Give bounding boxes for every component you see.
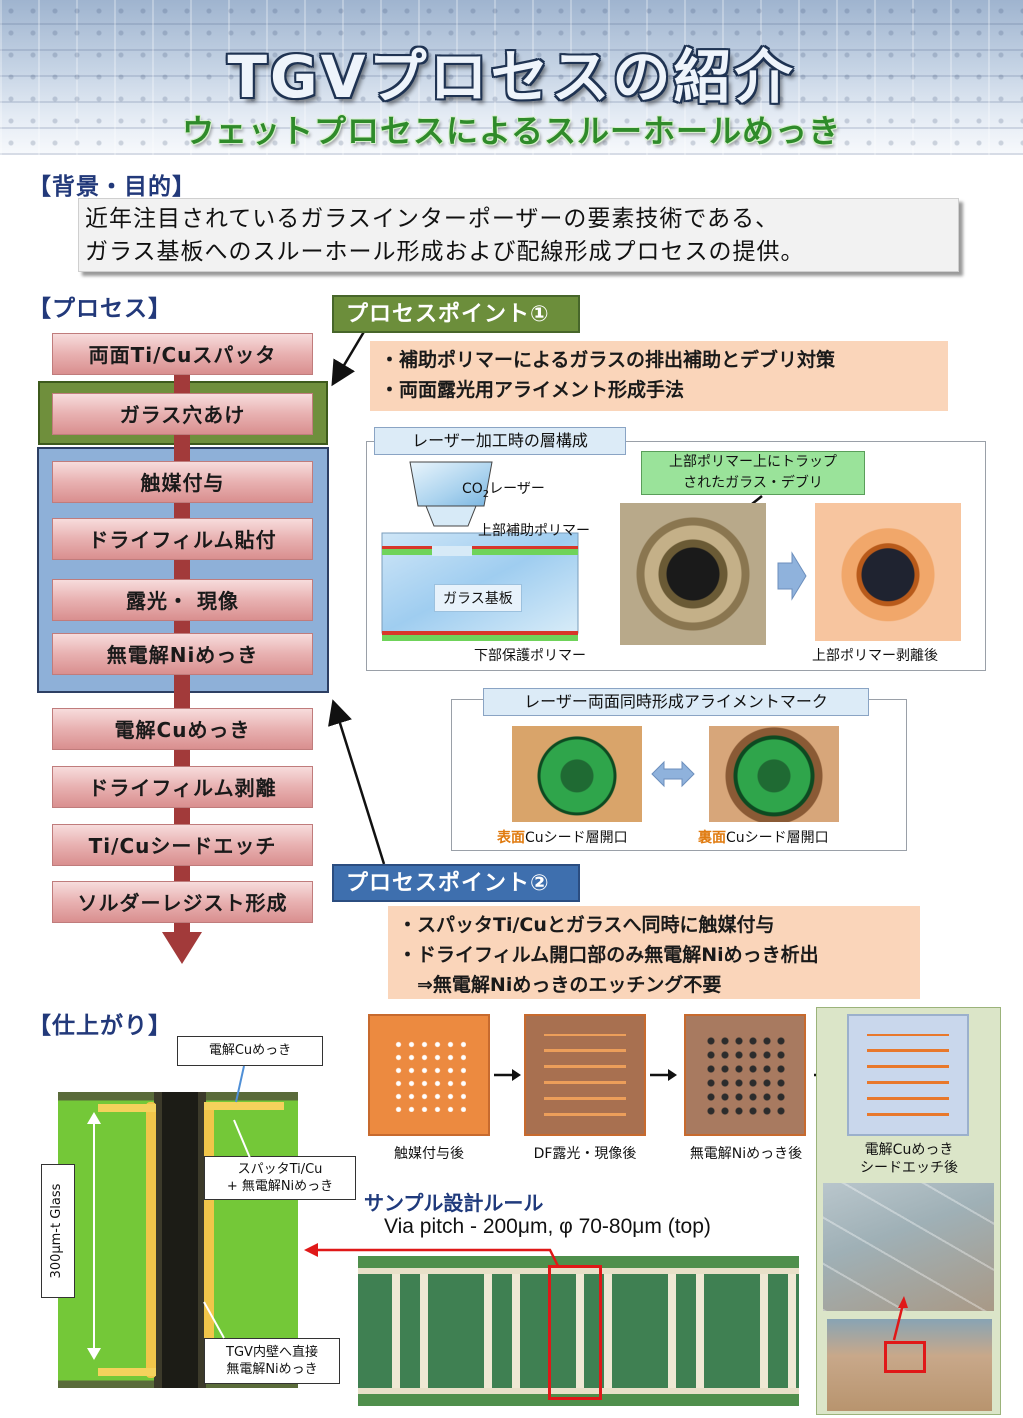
stage-df-image <box>524 1014 646 1136</box>
panel-photo <box>823 1183 994 1311</box>
callout-pointer-lines <box>203 1065 251 1339</box>
upper-polymer-label: 上部補助ポリマー <box>478 523 590 539</box>
front-alignment-photo <box>512 726 642 822</box>
design-rule-heading: サンプル設計ルール <box>364 1191 544 1215</box>
background-heading: 【背景・目的】 <box>28 174 196 200</box>
wafer-highlight-box <box>884 1341 926 1373</box>
sputter-callout: スパッタTi/Cu + 無電解Niめっき <box>204 1156 356 1200</box>
double-arrow-icon <box>651 760 695 788</box>
design-rule-text: Via pitch - 200μm, φ 70-80μm (top) <box>384 1215 711 1238</box>
wafer-photo <box>827 1319 992 1411</box>
process-step-seed-etch: Ti/Cuシードエッチ <box>52 824 313 866</box>
stage-caption-final: 電解Cuめっき シードエッチ後 <box>860 1142 958 1176</box>
connector-arrows <box>328 329 386 865</box>
process-step-cu-plating: 電解Cuめっき <box>52 708 313 750</box>
debris-photo <box>620 503 766 645</box>
sputter-callout-line-1: スパッタTi/Cu <box>237 1162 323 1177</box>
process-heading: 【プロセス】 <box>28 296 172 322</box>
glass-substrate-label: ガラス基板 <box>434 584 522 612</box>
stage-arrow-1 <box>494 1069 521 1081</box>
inner-wall-callout: TGV内壁へ直接 無電解Niめっき <box>204 1338 340 1384</box>
stage-ni-image <box>684 1014 806 1136</box>
process-step-glass-drill: ガラス穴あけ <box>52 393 313 435</box>
thickness-dimension-arrow <box>87 1112 101 1360</box>
debris-callout: 上部ポリマー上にトラップ されたガラス・デブリ <box>641 451 865 495</box>
process-step-solder-resist: ソルダーレジスト形成 <box>52 881 313 923</box>
via-array-photo <box>358 1256 799 1406</box>
wafer-highlight-arrow <box>892 1296 908 1341</box>
debris-callout-line-1: 上部ポリマー上にトラップ <box>669 454 837 470</box>
stage-arrow-2 <box>650 1069 677 1081</box>
laser-layer-diagram <box>381 461 579 641</box>
header-banner <box>0 0 1023 155</box>
back-opening-label: 裏面Cuシード層開口 <box>698 830 829 846</box>
inner-wall-callout-line-2: 無電解Niめっき <box>226 1362 318 1377</box>
inner-wall-callout-line-1: TGV内壁へ直接 <box>226 1345 318 1360</box>
point1-note-1: ・補助ポリマーによるガラスの排出補助とデブリ対策 <box>380 349 836 371</box>
cu-plating-callout: 電解Cuめっき <box>177 1036 323 1066</box>
point1-notes: ・補助ポリマーによるガラスの排出補助とデブリ対策 ・両面露光用アライメント形成手… <box>370 341 948 411</box>
process-step-catalyst: 触媒付与 <box>52 461 313 503</box>
lower-polymer-label: 下部保護ポリマー <box>474 648 586 664</box>
stage-caption-ni: 無電解Niめっき後 <box>689 1146 803 1162</box>
process-step-ni-plating: 無電解Niめっき <box>52 633 313 675</box>
point2-notes: ・スパッタTi/Cuとガラスへ同時に触媒付与 ・ドライフィルム開口部のみ無電解N… <box>388 906 920 999</box>
stage-final-image <box>847 1014 969 1136</box>
debris-callout-line-2: されたガラス・デブリ <box>683 475 823 491</box>
flow-arrow-head <box>162 932 202 964</box>
background-line-1: 近年注目されているガラスインターポーザーの要素技術である、 <box>85 206 780 232</box>
process-step-dry-film: ドライフィルム貼付 <box>52 518 313 560</box>
sputter-callout-line-2: + 無電解Niめっき <box>226 1179 334 1194</box>
front-opening-label: 表面Cuシード層開口 <box>497 830 628 846</box>
point2-note-3: ⇒無電解Niめっきのエッチング不要 <box>398 974 722 996</box>
process-point-1-label: プロセスポイント① <box>332 295 580 333</box>
stage-caption-df: DF露光・現像後 <box>533 1146 637 1162</box>
process-step-exposure: 露光・ 現像 <box>52 579 313 621</box>
after-peel-label: 上部ポリマー剥離後 <box>812 648 938 664</box>
thickness-label-box <box>41 1164 75 1298</box>
layer-structure-title: レーザー加工時の層構成 <box>374 427 626 455</box>
point2-note-1: ・スパッタTi/Cuとガラスへ同時に触媒付与 <box>398 914 775 936</box>
process-step-sputter: 両面Ti/Cuスパッタ <box>52 333 313 375</box>
laser-label: CO2レーザー <box>462 481 545 500</box>
via-highlight-arrow <box>304 1243 560 1267</box>
via-highlight-box <box>548 1265 602 1400</box>
process-step-film-strip: ドライフィルム剥離 <box>52 766 313 808</box>
finish-heading: 【仕上がり】 <box>28 1013 172 1039</box>
stage-caption-catalyst: 触媒付与後 <box>394 1146 464 1162</box>
point2-note-2: ・ドライフィルム開口部のみ無電解Niめっき析出 <box>398 944 819 966</box>
stage-catalyst-image <box>368 1014 490 1136</box>
background-line-2: ガラス基板へのスルーホール形成および配線形成プロセスの提供。 <box>85 239 805 265</box>
cross-section-photo <box>58 1092 298 1388</box>
alignment-mark-title: レーザー両面同時形成アライメントマーク <box>483 688 869 716</box>
page-subtitle: ウェットプロセスによるスルーホールめっき <box>181 112 842 150</box>
after-peel-photo <box>815 503 961 641</box>
background-text-box: 近年注目されているガラスインターポーザーの要素技術である、 ガラス基板へのスルー… <box>78 198 959 272</box>
point1-note-2: ・両面露光用アライメント形成手法 <box>380 379 685 401</box>
process-point-2-label: プロセスポイント② <box>332 864 580 902</box>
back-alignment-photo <box>709 726 839 822</box>
thickness-label: 300μm-t Glass <box>49 1183 64 1279</box>
transition-arrow-icon <box>777 551 807 601</box>
page-title: TGVプロセスの紹介 <box>227 43 796 111</box>
